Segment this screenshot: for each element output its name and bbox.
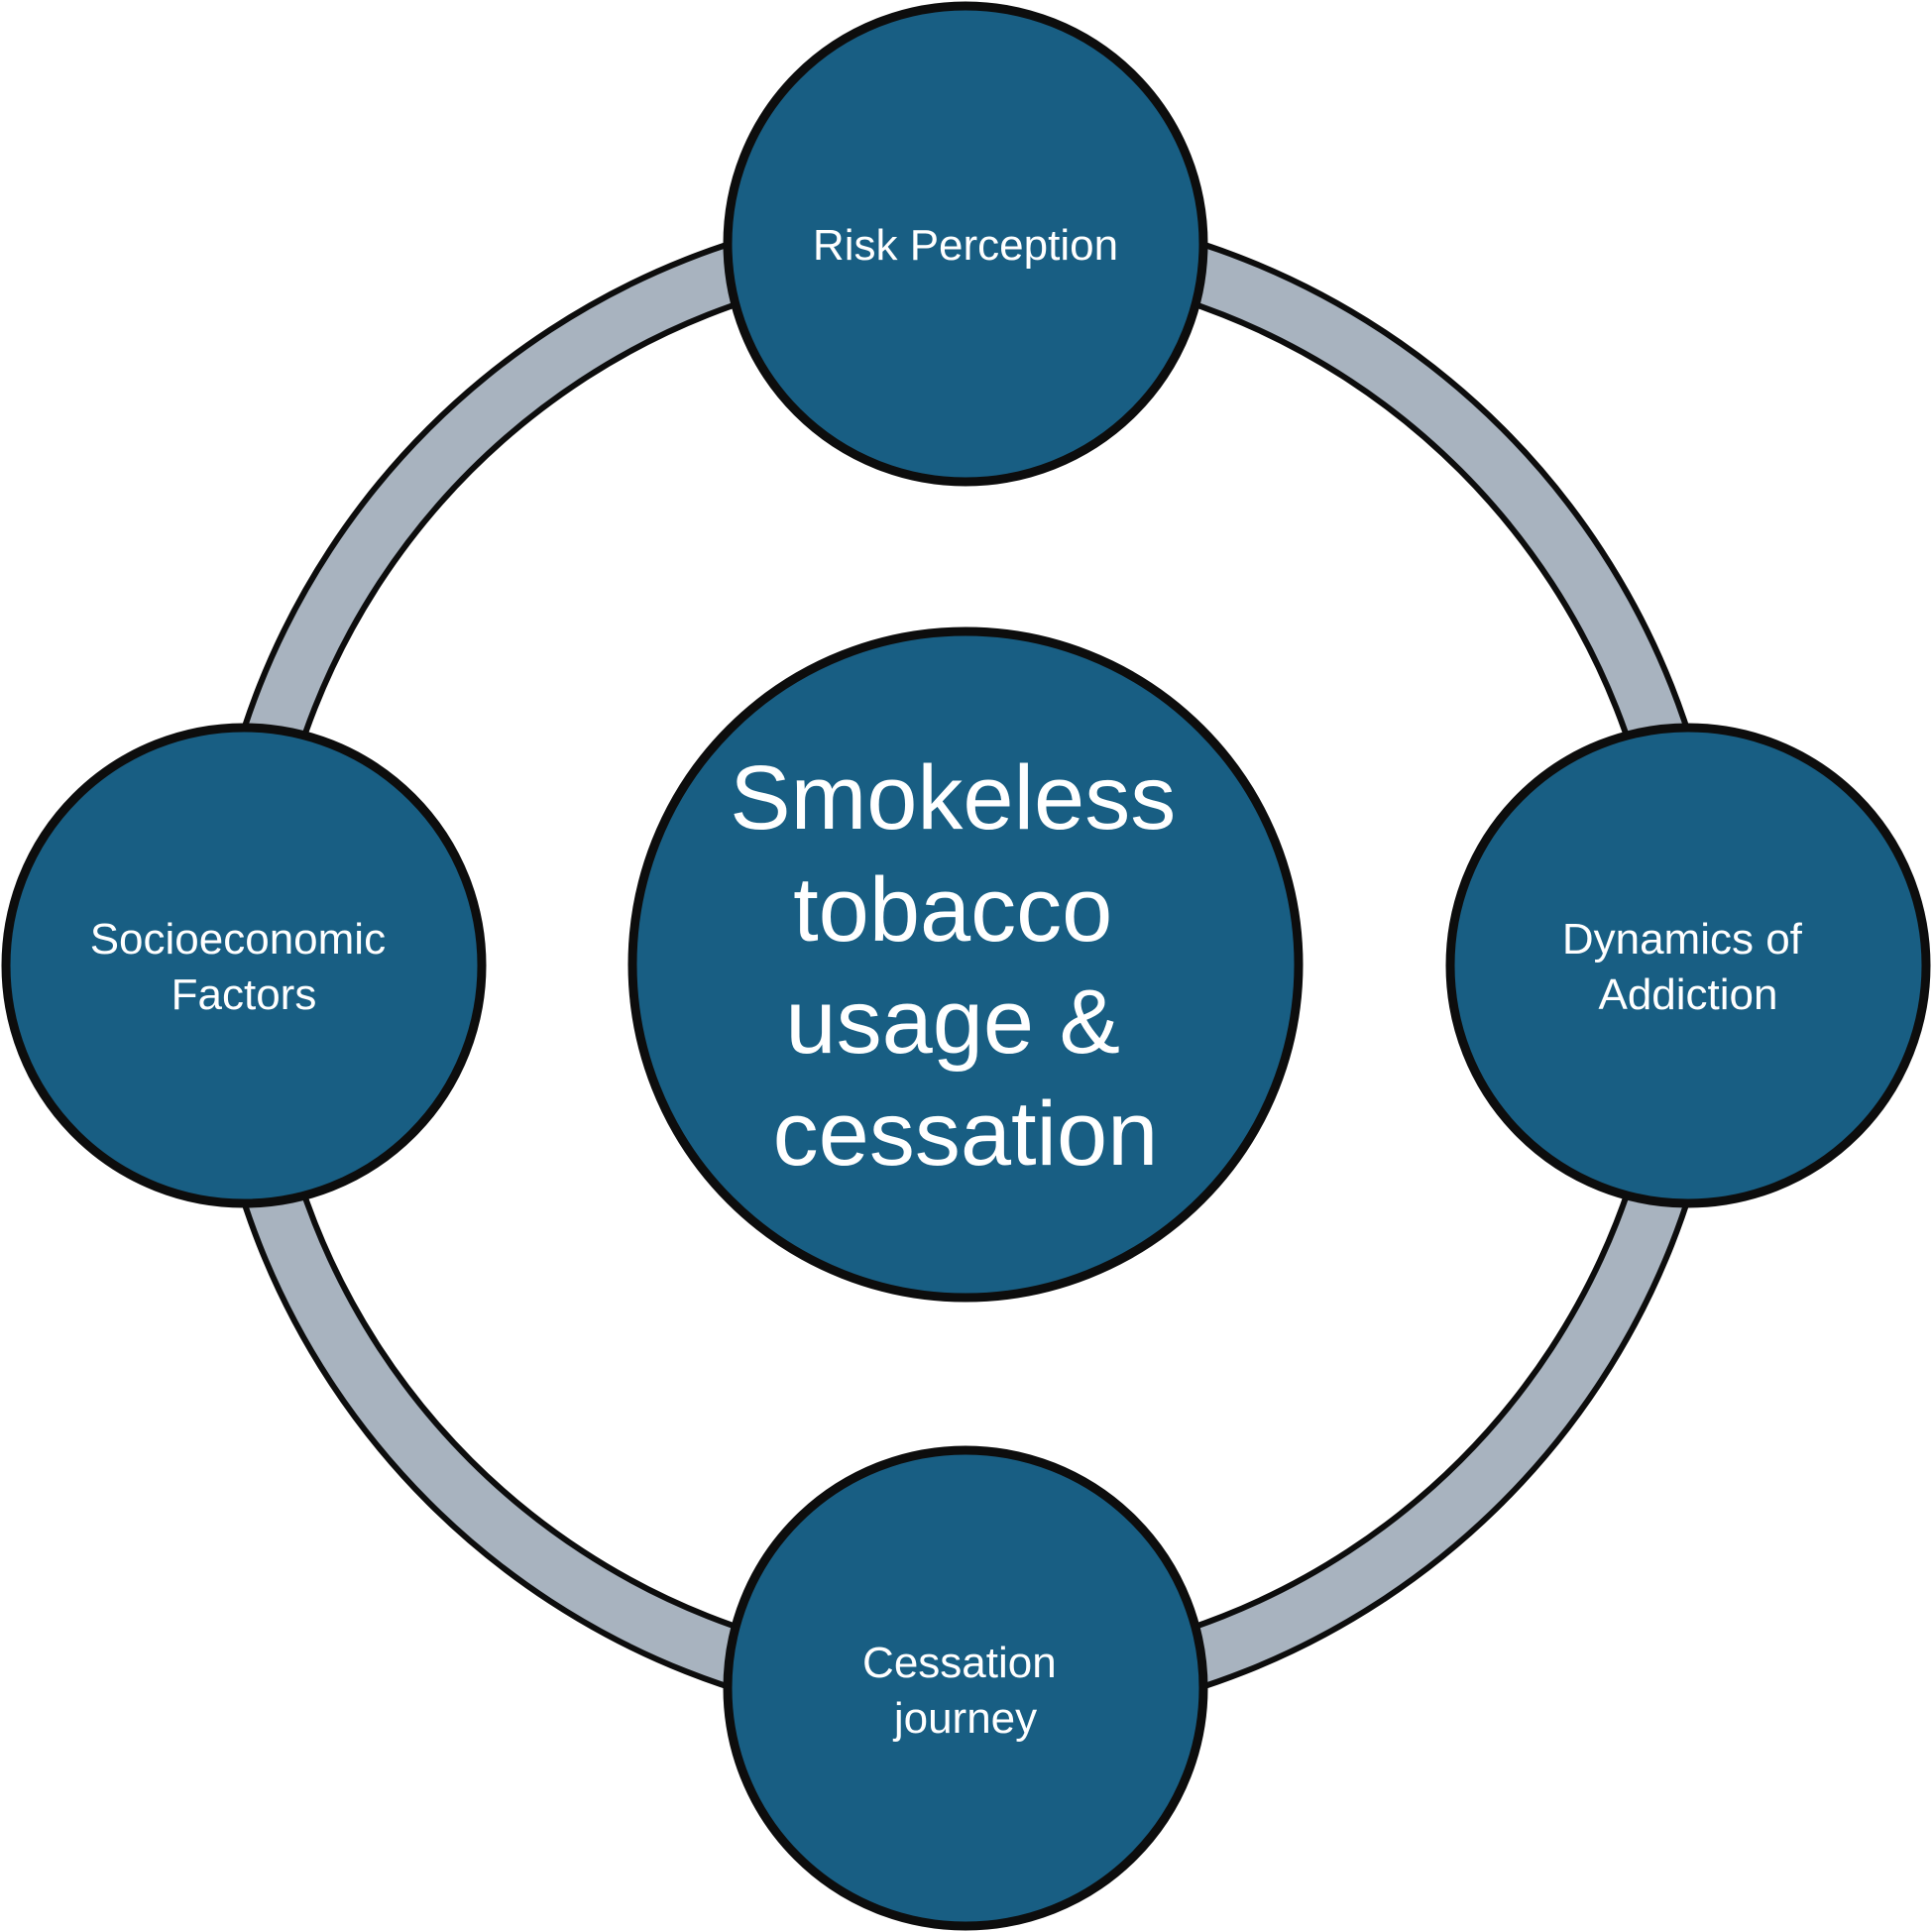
node-label: Risk Perception xyxy=(813,221,1118,270)
node-circle xyxy=(1445,723,1931,1208)
center-label-line: Smokeless xyxy=(730,747,1176,849)
node-label-line: Risk Perception xyxy=(813,221,1118,270)
center-node: Smokeless tobacco usage & cessation xyxy=(627,626,1304,1303)
node-label-line: Dynamics of xyxy=(1562,915,1803,964)
node-circle xyxy=(723,1445,1208,1931)
node-dynamics-of-addiction: Dynamics of Addiction xyxy=(1445,723,1931,1208)
node-label-line: Cessation xyxy=(862,1639,1057,1687)
node-socioeconomic-factors: Socioeconomic Factors xyxy=(1,723,487,1208)
node-label-line: Socioeconomic xyxy=(90,915,386,964)
node-circle xyxy=(1,723,487,1208)
node-circle xyxy=(723,1,1208,487)
node-label-line: journey xyxy=(892,1694,1037,1743)
node-label: Cessation journey xyxy=(862,1639,1069,1743)
center-circle xyxy=(627,626,1304,1303)
node-label: Dynamics of Addiction xyxy=(1562,915,1814,1019)
node-risk-perception: Risk Perception xyxy=(723,1,1208,487)
center-label: Smokeless tobacco usage & cessation xyxy=(730,747,1201,1185)
node-label-line: Addiction xyxy=(1598,970,1777,1019)
center-label-line: tobacco xyxy=(793,859,1112,961)
node-cessation-journey: Cessation journey xyxy=(723,1445,1208,1931)
center-label-line: usage & xyxy=(785,971,1120,1073)
node-label-line: Factors xyxy=(171,970,317,1019)
center-label-line: cessation xyxy=(773,1083,1159,1185)
node-label: Socioeconomic Factors xyxy=(90,915,398,1019)
